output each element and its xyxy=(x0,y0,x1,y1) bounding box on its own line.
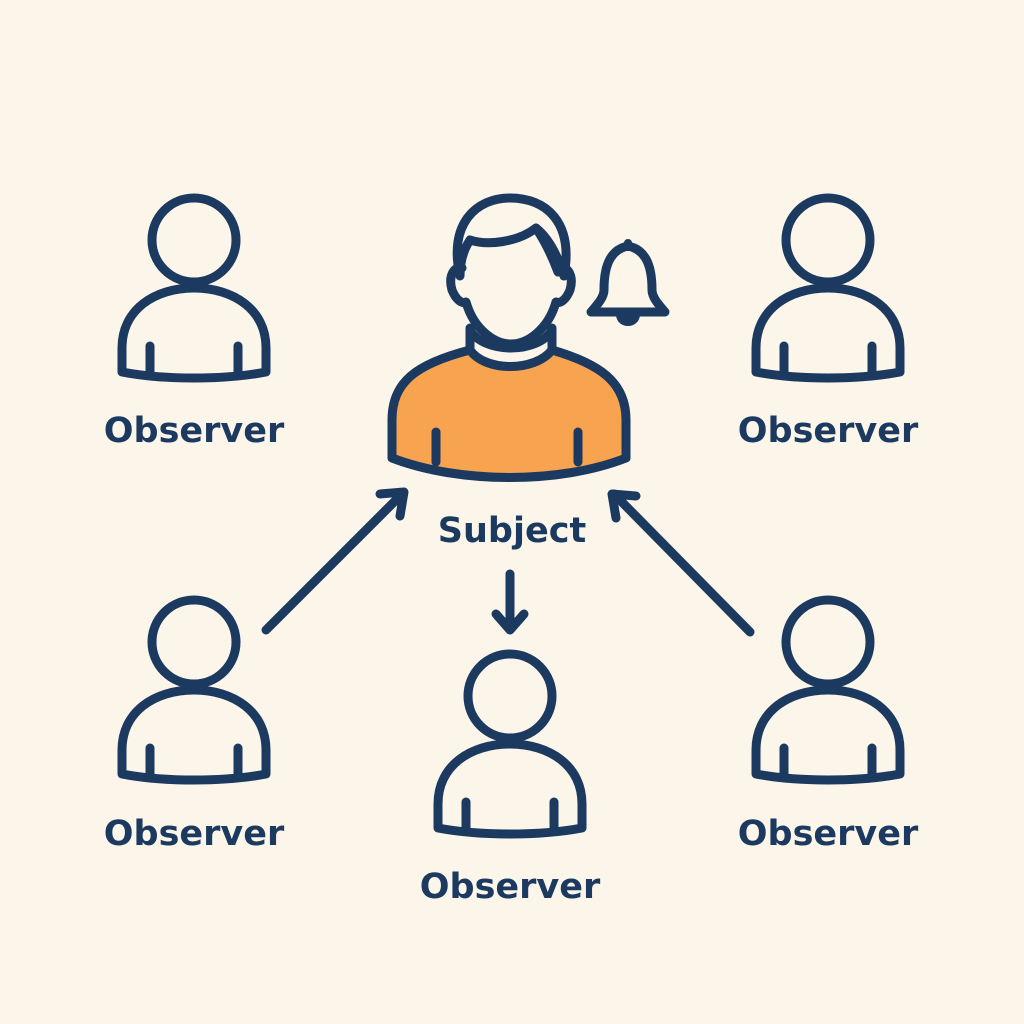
bell-icon xyxy=(586,239,670,326)
person-icon xyxy=(756,198,900,378)
observer-label: Observer xyxy=(104,411,285,451)
person-icon xyxy=(122,198,266,378)
observer-top-right: Observer xyxy=(738,198,919,451)
arrow-bottom-right-to-subject xyxy=(607,489,755,637)
arrow-subject-to-bottom-center xyxy=(491,569,529,635)
observer-bottom-left: Observer xyxy=(104,600,285,854)
arrow-bottom-left-to-subject xyxy=(261,487,409,635)
observer-bottom-center: Observer xyxy=(420,654,601,907)
person-icon xyxy=(438,654,582,834)
observer-label: Observer xyxy=(738,814,919,854)
observer-bottom-right: Observer xyxy=(738,600,919,854)
subject: Subject xyxy=(387,193,670,551)
person-icon xyxy=(756,600,900,780)
observer-label: Observer xyxy=(420,867,601,907)
observer-top-left: Observer xyxy=(104,198,285,451)
person-icon xyxy=(387,193,631,482)
observer-label: Observer xyxy=(738,411,919,451)
subject-label: Subject xyxy=(438,511,586,551)
person-icon xyxy=(122,600,266,780)
observer-label: Observer xyxy=(104,814,285,854)
